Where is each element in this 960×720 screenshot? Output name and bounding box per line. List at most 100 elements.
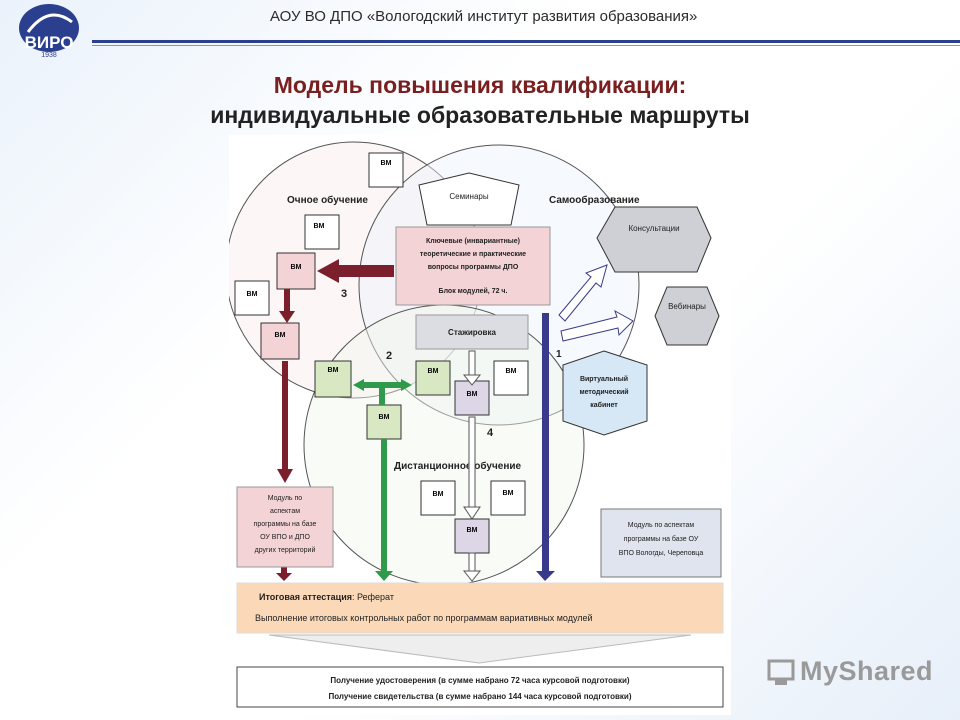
outline-arrow-4-head: [463, 506, 481, 520]
red-arrow-seg-3: [281, 567, 287, 575]
module-other-l1: Модуль по: [268, 495, 303, 502]
page-title-line2: индивидуальные образовательные маршруты: [210, 102, 750, 128]
myshared-watermark: MyShared: [800, 656, 934, 686]
vm-dist-3: [454, 518, 490, 554]
blue-route-arrows: [462, 313, 555, 582]
header-divider-thin: [92, 45, 960, 46]
vm-green-3: [366, 404, 402, 440]
module-local-l3: ВПО Вологды, Череповца: [619, 550, 704, 557]
module-other-l2: аспектам: [270, 508, 300, 515]
red-arrow-seg-1: [284, 289, 290, 313]
vm-white-r-label: ВМ: [506, 368, 517, 375]
vm-white-r: [493, 360, 529, 396]
header-divider: [92, 40, 960, 43]
qualification-model-diagram: Очное обучение Самообразование Дистанцио…: [225, 135, 731, 715]
samo-arrows: [558, 264, 634, 342]
green-arrow-stem: [379, 385, 385, 405]
webinars-shape: [654, 286, 720, 346]
vm-top-label: ВМ: [381, 160, 392, 167]
outline-arrow-final-head: [462, 570, 482, 582]
green-arrow-left: [353, 379, 364, 391]
vm-lilac-1: [454, 380, 490, 416]
outline-arrow-4: [468, 416, 476, 512]
module-other-box: [236, 486, 334, 568]
virtual-cabinet-l3: кабинет: [590, 401, 618, 409]
label-ochnoe: Очное обучение: [287, 194, 368, 206]
seminars-shape: [418, 172, 520, 226]
internship-label: Стажировка: [448, 328, 496, 337]
seminars-label: Семинары: [449, 192, 489, 201]
module-other-l3: программы на базе: [254, 520, 317, 528]
blue-arrow-1-head: [536, 571, 555, 581]
vm-dist-3-label: ВМ: [467, 527, 478, 534]
vm-ochnoe-1: [304, 214, 340, 250]
outline-arrow-internship: [468, 350, 476, 378]
result-diploma: Получение свидетельства (в сумме набрано…: [328, 692, 631, 701]
vm-green-1-label: ВМ: [328, 367, 339, 374]
module-local-l2: программы на базе ОУ: [624, 535, 699, 543]
red-arrow-head-3: [276, 573, 292, 581]
blue-arrow-1: [542, 313, 549, 571]
red-arrow-seg-2: [282, 361, 288, 471]
logo-text: ВИРО: [25, 33, 74, 52]
arrow-to-webinars: [560, 309, 634, 342]
vm-dist-2-label: ВМ: [503, 490, 514, 497]
webinars-label: Вебинары: [668, 302, 706, 311]
label-samo: Самообразование: [549, 194, 640, 206]
outline-arrow-final: [468, 552, 476, 574]
vm-top: [368, 152, 404, 188]
virtual-cabinet-l1: Виртуальный: [580, 375, 628, 383]
vm-green-2: [415, 360, 451, 396]
vm-green-1: [314, 360, 352, 398]
result-funnel: [268, 634, 692, 664]
vm-ochnoe-1-label: ВМ: [314, 223, 325, 230]
vm-dist-1: [420, 480, 456, 516]
consultations-label: Консультации: [628, 224, 679, 233]
outline-arrow-internship-head: [462, 374, 482, 386]
route-number-3: 3: [341, 288, 347, 300]
consultations-shape: [596, 206, 712, 273]
logo-year: 1938: [41, 52, 57, 59]
final-attestation-suffix: : Реферат: [352, 592, 394, 602]
vm-ochnoe-4: [260, 322, 300, 360]
core-block-l3: вопросы программы ДПО: [428, 264, 519, 271]
result-certificate: Получение удостоверения (в сумме набрано…: [330, 676, 629, 685]
vm-ochnoe-3-label: ВМ: [247, 291, 258, 298]
green-route-arrows: [353, 379, 412, 581]
route-number-1: 1: [556, 349, 562, 360]
route-number-4: 4: [487, 427, 494, 439]
arrow-3-left: [317, 259, 394, 283]
vm-ochnoe-4-label: ВМ: [275, 332, 286, 339]
final-attestation-band: [236, 582, 724, 634]
route-number-2: 2: [386, 350, 392, 362]
vm-ochnoe-3: [234, 280, 270, 316]
module-other-l5: других территорий: [255, 546, 316, 554]
green-arrow-right: [401, 379, 412, 391]
green-arrow-head: [375, 571, 393, 581]
module-local-l1: Модуль по аспектам: [628, 522, 695, 529]
vm-dist-1-label: ВМ: [433, 491, 444, 498]
module-other-l4: ОУ ВПО и ДПО: [260, 534, 310, 541]
core-block-l4: Блок модулей, 72 ч.: [439, 287, 508, 295]
vm-lilac-1-label: ВМ: [467, 391, 478, 398]
core-block-l2: теоретические и практические: [420, 251, 526, 258]
final-attestation-label: Итоговая аттестация: [259, 592, 352, 602]
green-arrow-bar: [363, 382, 403, 388]
red-route-arrows: [276, 259, 394, 581]
header-title: АОУ ВО ДПО «Вологодский институт развити…: [270, 8, 698, 25]
red-arrow-head-1: [279, 311, 295, 323]
myshared-logo-icon: [767, 659, 795, 685]
label-distance: Дистанционное обучение: [394, 460, 522, 472]
vm-ochnoe-2: [276, 252, 316, 290]
viro-logo: ВИРО 1938: [14, 2, 84, 60]
final-attestation-line2: Выполнение итоговых контрольных работ по…: [255, 613, 593, 623]
virtual-cabinet-shape: [562, 350, 648, 436]
vm-ochnoe-2-label: ВМ: [291, 264, 302, 271]
core-block-l1: Ключевые (инвариантные): [426, 238, 520, 245]
arrow-to-consultations: [558, 264, 608, 322]
virtual-cabinet-l2: методический: [579, 388, 628, 396]
module-local-box: [600, 508, 722, 578]
vm-dist-2: [490, 480, 526, 516]
final-attestation-line1: Итоговая аттестация: Реферат: [259, 592, 394, 602]
vm-green-2-label: ВМ: [428, 368, 439, 375]
